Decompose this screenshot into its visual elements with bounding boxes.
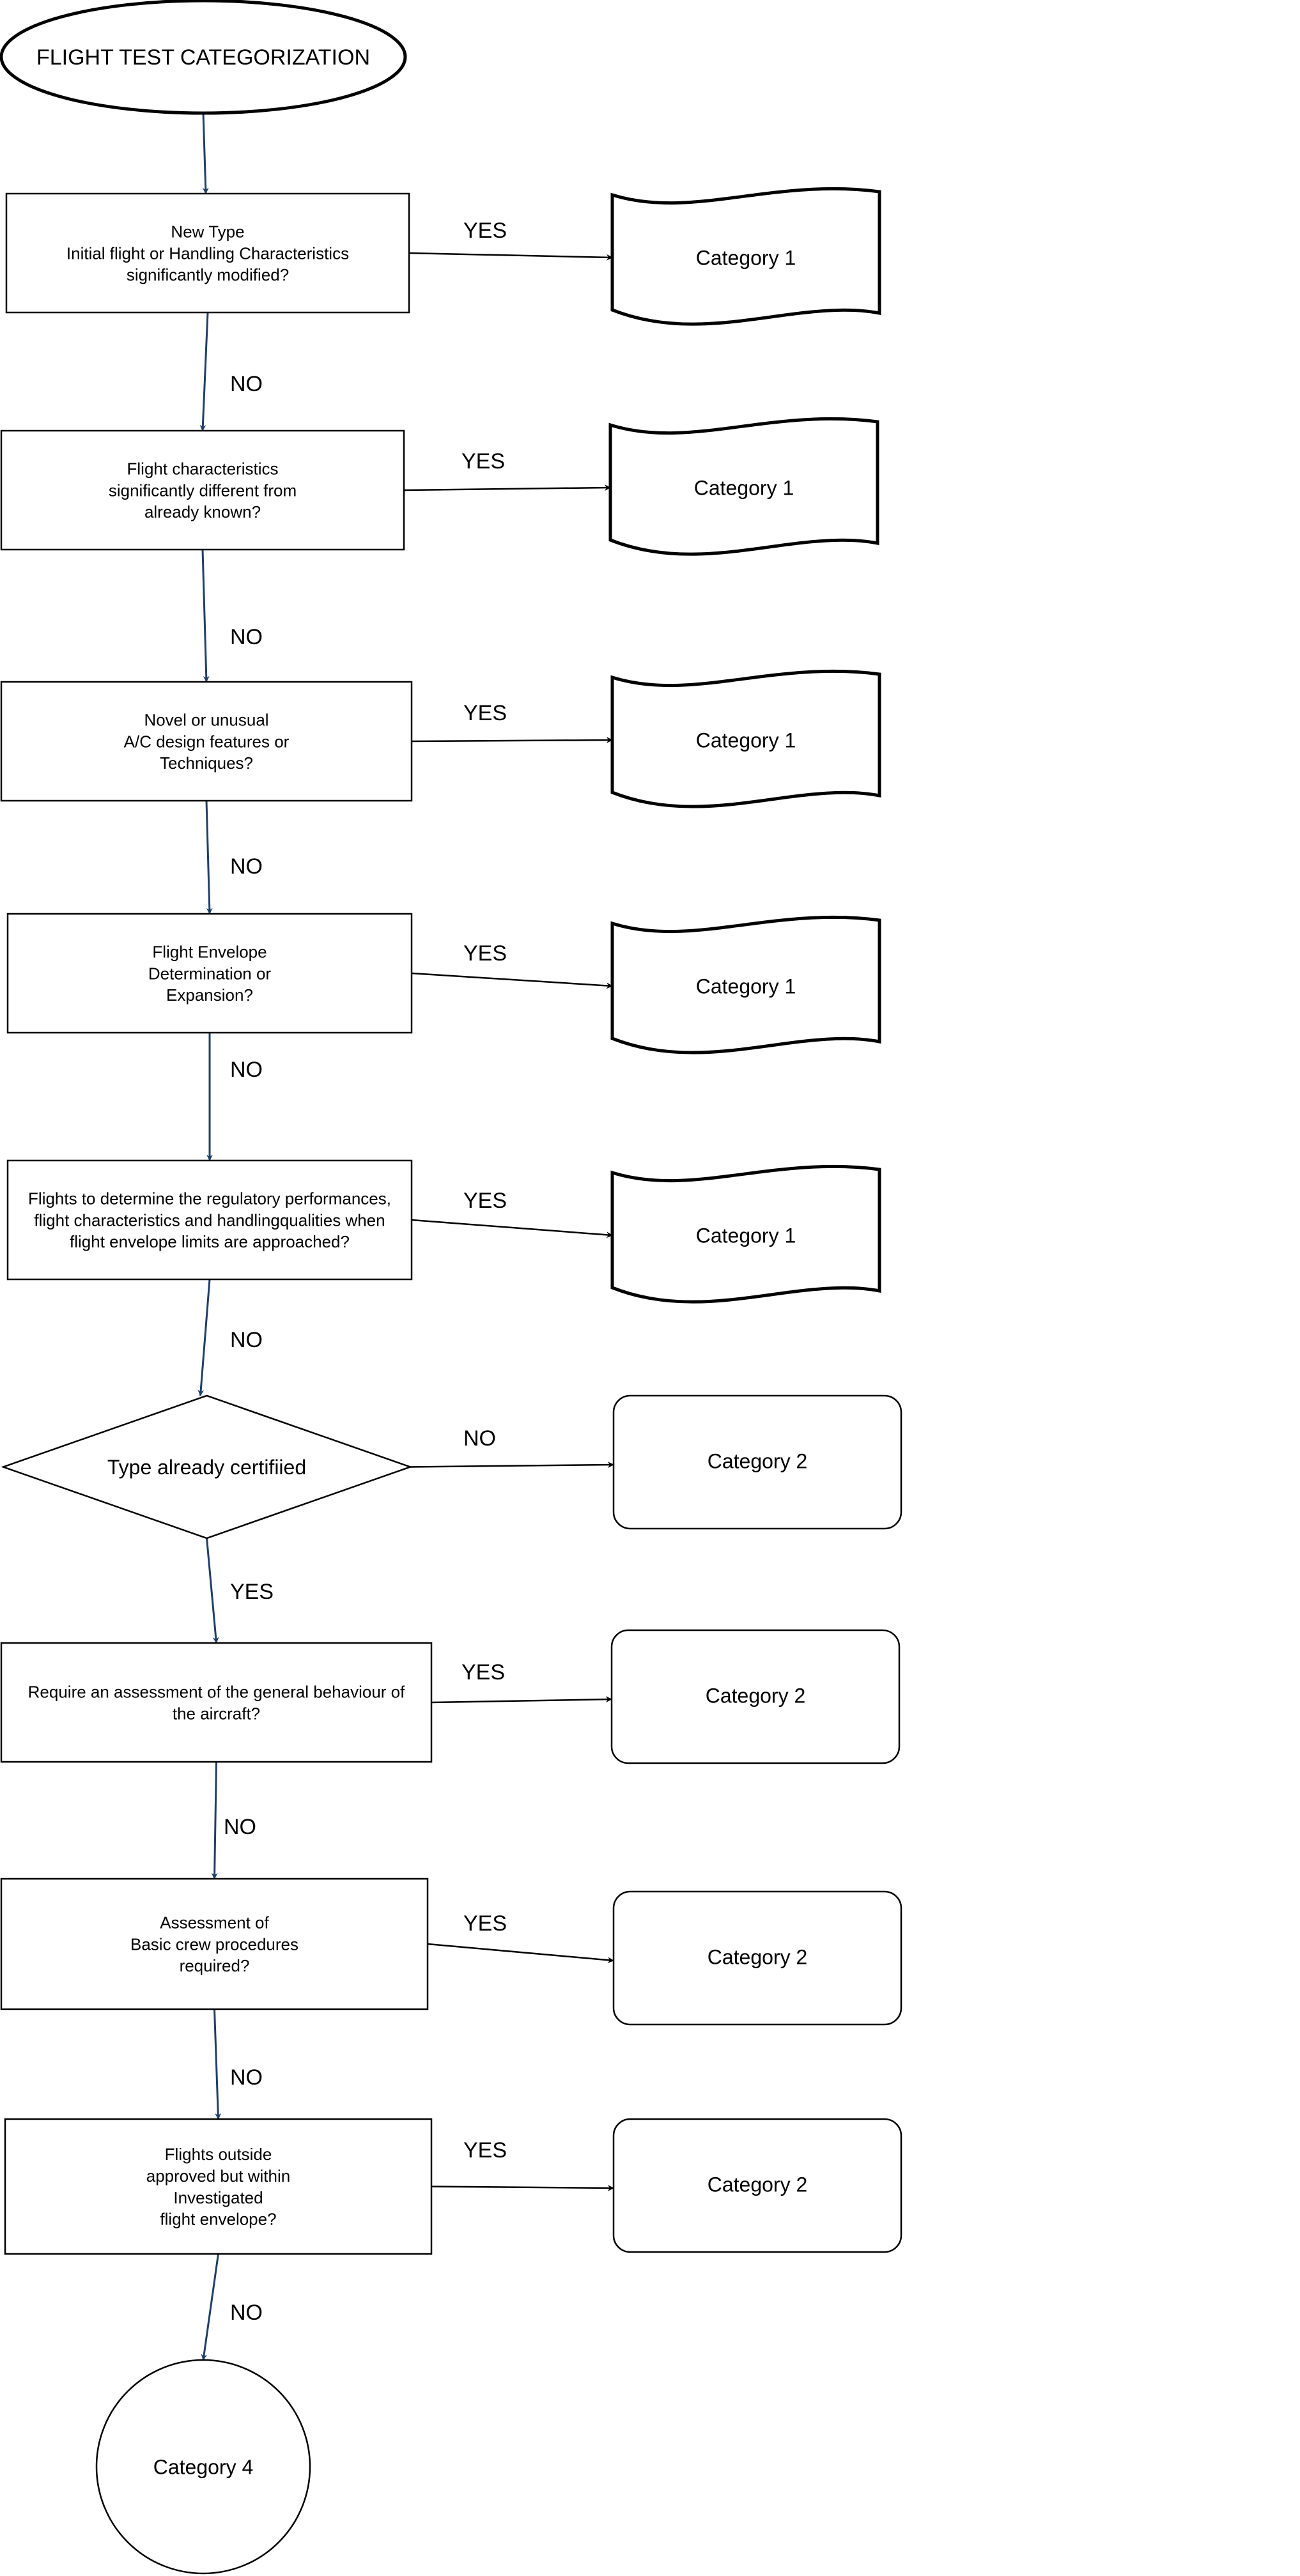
branch-arrow-1 (408, 252, 613, 261)
question-box-7 (0, 1642, 433, 1763)
question-text-6: Type already certifiied (107, 1456, 306, 1479)
branch-label-6: NO (463, 1426, 496, 1451)
down-arrow-8 (213, 2009, 222, 2120)
outcome-label-5: Category 1 (696, 1224, 796, 1247)
down-label-2: NO (230, 625, 263, 649)
outcome-document-3 (610, 669, 881, 808)
outcome-label-4: Category 1 (696, 975, 796, 998)
question-text-7: Require an assessment of the general beh… (28, 1682, 405, 1723)
down-arrow-2 (201, 549, 210, 683)
branch-label-3: YES (463, 701, 507, 725)
down-arrow-1 (199, 312, 209, 431)
branch-label-2: YES (461, 449, 505, 474)
down-label-5: NO (230, 1328, 263, 1352)
branch-arrow-5 (411, 1219, 613, 1238)
outcome-document-1 (610, 187, 881, 326)
question-box-3 (0, 681, 413, 802)
down-label-1: NO (230, 372, 263, 396)
outcome-box-8 (612, 1890, 902, 2026)
outcome-label-1: Category 1 (696, 247, 796, 270)
down-label-9: NO (230, 2301, 263, 2325)
down-arrow-9 (201, 2253, 219, 2361)
branch-label-1: YES (463, 219, 507, 243)
down-label-4: NO (230, 1058, 263, 1082)
branch-label-5: YES (463, 1189, 507, 1213)
question-text-5: Flights to determine the regulatory perf… (28, 1189, 391, 1252)
question-box-2 (0, 429, 405, 551)
branch-arrow-3 (411, 737, 613, 744)
down-arrow-6 (206, 1538, 219, 1644)
branch-arrow-7 (431, 1696, 612, 1704)
outcome-box-9 (612, 2118, 902, 2253)
outcome-document-2 (608, 417, 879, 556)
down-label-3: NO (230, 854, 263, 879)
question-box-9 (4, 2118, 433, 2255)
question-box-5 (6, 1159, 413, 1281)
outcome-label-7: Category 2 (706, 1685, 806, 1708)
outcome-label-2: Category 1 (694, 477, 794, 500)
down-arrow-3 (205, 800, 213, 914)
decision-diamond (1, 1394, 413, 1539)
end-terminal (95, 2359, 311, 2575)
outcome-label-9: Category 2 (708, 2173, 808, 2196)
end-label: Category 4 (153, 2456, 254, 2479)
outcome-label-6: Category 2 (708, 1450, 808, 1473)
branch-arrow-6 (410, 1462, 614, 1469)
branch-label-8: YES (463, 1911, 507, 1936)
outcome-label-8: Category 2 (708, 1946, 808, 1969)
start-terminal (0, 0, 407, 115)
down-label-6: YES (230, 1580, 274, 1604)
branch-label-4: YES (463, 941, 507, 966)
outcome-box-7 (610, 1629, 901, 1764)
question-box-4 (6, 913, 413, 1034)
down-arrow-7 (211, 1761, 218, 1879)
diagram-title: FLIGHT TEST CATEGORIZATION (36, 45, 370, 70)
branch-arrow-8 (427, 1943, 614, 1964)
down-label-8: NO (230, 2065, 263, 2090)
branch-arrow-4 (411, 972, 613, 989)
question-box-8 (0, 1878, 429, 2010)
outcome-label-3: Category 1 (696, 729, 796, 752)
outcome-document-5 (610, 1164, 881, 1304)
branch-label-9: YES (463, 2138, 507, 2163)
down-arrow-5 (197, 1279, 211, 1396)
down-label-7: NO (224, 1815, 256, 1839)
outcome-document-4 (610, 915, 881, 1054)
outcome-box-6 (612, 1394, 902, 1530)
branch-arrow-9 (431, 2184, 614, 2191)
question-box-1 (5, 192, 410, 314)
branch-label-7: YES (461, 1660, 505, 1685)
branch-arrow-2 (403, 484, 611, 491)
down-arrow-0 (202, 112, 209, 194)
